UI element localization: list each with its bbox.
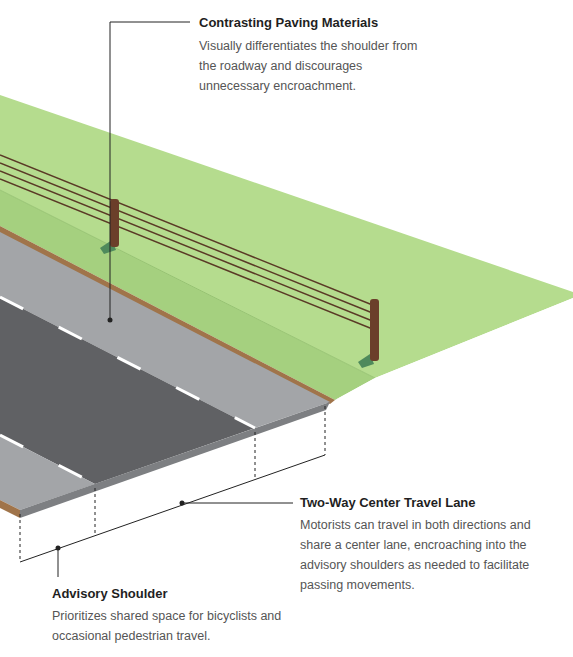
- slab-face: [20, 402, 330, 518]
- leader-line: [182, 503, 293, 504]
- callout-heading: Contrasting Paving Materials: [199, 14, 499, 32]
- callout-body: Motorists can travel in both directions …: [300, 515, 562, 595]
- field-cut: [335, 298, 573, 400]
- soil-left: [0, 500, 20, 518]
- left-shoulder: [0, 435, 95, 510]
- callout-heading: Advisory Shoulder: [52, 585, 352, 603]
- fence-post: [370, 299, 379, 361]
- callout-body: Visually differentiates the shoulder fro…: [199, 36, 429, 96]
- leader-line: [110, 22, 190, 320]
- lane-line: [0, 297, 255, 428]
- fence-wires: [0, 155, 375, 330]
- lane-line: [0, 435, 95, 484]
- dimension-extensions: [20, 406, 325, 562]
- dimension-line: [20, 455, 325, 562]
- leader-line: [58, 548, 59, 577]
- callout-heading: Two-Way Center Travel Lane: [300, 494, 570, 512]
- fence-post: [110, 199, 119, 247]
- callout-body: Prioritizes shared space for bicyclists …: [52, 606, 314, 646]
